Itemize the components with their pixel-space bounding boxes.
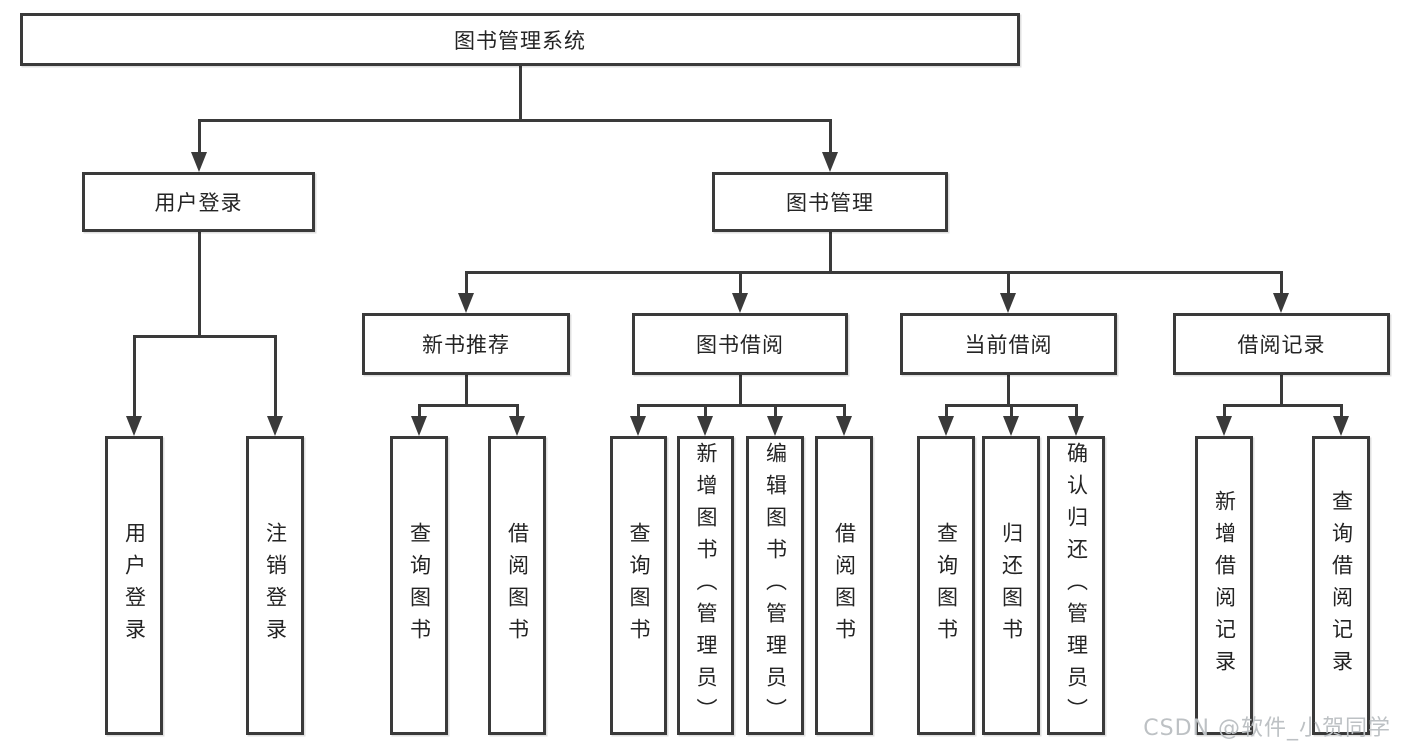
arrowhead-down-icon (1068, 416, 1084, 436)
connector-vline (739, 271, 742, 296)
arrowhead-down-icon (458, 293, 474, 313)
leaf-query-books-current: 查询图书 (917, 436, 975, 735)
connector-vline (133, 335, 136, 418)
leaf-logout: 注销登录 (246, 436, 304, 735)
arrowhead-down-icon (1216, 416, 1232, 436)
arrowhead-down-icon (1003, 416, 1019, 436)
leaf-confirm-return-admin: 确认归还（管理员） (1047, 436, 1105, 735)
leaf-user-login: 用户登录 (105, 436, 163, 735)
connector-hline (418, 404, 518, 407)
leaf-edit-book-admin: 编辑图书（管理员） (746, 436, 804, 735)
leaf-add-borrow-record: 新增借阅记录 (1195, 436, 1253, 735)
connector-vline (1007, 271, 1010, 296)
arrowhead-down-icon (822, 152, 838, 172)
node-book-borrowing: 图书借阅 (632, 313, 848, 375)
leaf-query-borrow-record: 查询借阅记录 (1312, 436, 1370, 735)
leaf-query-books-borrowing: 查询图书 (610, 436, 667, 735)
node-new-book-recommend: 新书推荐 (362, 313, 570, 375)
connector-vline (465, 271, 468, 296)
connector-vline (1280, 271, 1283, 296)
arrowhead-down-icon (630, 416, 646, 436)
connector-vline (829, 119, 832, 155)
leaf-borrow-books-borrowing: 借阅图书 (815, 436, 873, 735)
connector-hline (1223, 404, 1342, 407)
connector-vline (1280, 375, 1283, 407)
connector-vline (274, 335, 277, 418)
arrowhead-down-icon (267, 416, 283, 436)
connector-vline (465, 375, 468, 407)
arrowhead-down-icon (697, 416, 713, 436)
connector-vline (418, 404, 421, 418)
connector-vline (1223, 404, 1226, 418)
node-book-management: 图书管理 (712, 172, 948, 232)
leaf-return-books: 归还图书 (982, 436, 1040, 735)
connector-hline (465, 271, 1282, 274)
node-user-login: 用户登录 (82, 172, 315, 232)
arrowhead-down-icon (1000, 293, 1016, 313)
connector-hline (637, 404, 845, 407)
node-borrowing-records: 借阅记录 (1173, 313, 1390, 375)
connector-vline (774, 404, 777, 418)
connector-hline (945, 404, 1077, 407)
arrowhead-down-icon (509, 416, 525, 436)
connector-vline (945, 404, 948, 418)
connector-vline (1075, 404, 1078, 418)
node-current-borrowing: 当前借阅 (900, 313, 1117, 375)
connector-vline (739, 375, 742, 407)
connector-vline (516, 404, 519, 418)
connector-hline (133, 335, 276, 338)
connector-hline (198, 119, 831, 122)
leaf-add-book-admin: 新增图书（管理员） (677, 436, 734, 735)
connector-vline (637, 404, 640, 418)
connector-vline (198, 232, 201, 337)
arrowhead-down-icon (836, 416, 852, 436)
arrowhead-down-icon (1273, 293, 1289, 313)
arrowhead-down-icon (1333, 416, 1349, 436)
connector-vline (1007, 375, 1010, 407)
connector-vline (1340, 404, 1343, 418)
connector-vline (829, 232, 832, 273)
leaf-borrow-books-recommend: 借阅图书 (488, 436, 546, 735)
connector-vline (519, 66, 522, 122)
leaf-query-books-recommend: 查询图书 (390, 436, 448, 735)
connector-vline (1010, 404, 1013, 418)
connector-vline (704, 404, 707, 418)
connector-vline (843, 404, 846, 418)
arrowhead-down-icon (938, 416, 954, 436)
arrowhead-down-icon (732, 293, 748, 313)
node-book-system: 图书管理系统 (20, 13, 1020, 66)
arrowhead-down-icon (126, 416, 142, 436)
arrowhead-down-icon (767, 416, 783, 436)
arrowhead-down-icon (411, 416, 427, 436)
connector-vline (198, 119, 201, 155)
arrowhead-down-icon (191, 152, 207, 172)
